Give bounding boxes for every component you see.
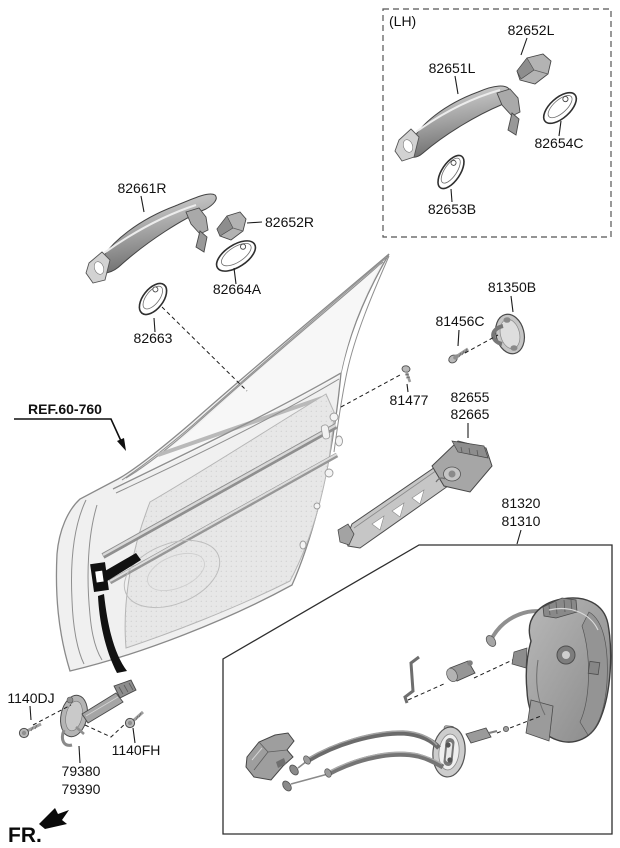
label-79390: 79390 bbox=[62, 781, 101, 797]
part-outer-handle-rh bbox=[85, 193, 217, 284]
rh-handle-group: 82661R 82652R 82664A 82663 bbox=[85, 180, 314, 392]
handle-base-group: 82655 82665 bbox=[337, 389, 493, 549]
orientation-group: FR. bbox=[8, 808, 69, 847]
ref-arrowhead-icon bbox=[117, 438, 126, 451]
label-79380: 79380 bbox=[62, 763, 101, 779]
striker-group: 81350B 81456C 81477 bbox=[340, 279, 536, 408]
door-checker-group: 1140DJ 1140FH 79380 79390 bbox=[7, 679, 161, 797]
latch-box: 81320 81310 bbox=[222, 495, 613, 835]
label-81456C: 81456C bbox=[435, 313, 484, 329]
lh-inset-border bbox=[382, 8, 612, 238]
part-latch-cables bbox=[282, 730, 445, 792]
door-checker-mark bbox=[90, 553, 141, 673]
label-1140FH: 1140FH bbox=[112, 742, 161, 758]
label-lh-tag: (LH) bbox=[389, 13, 416, 29]
part-handle-cover-lh bbox=[516, 53, 552, 85]
label-82653B: 82653B bbox=[428, 201, 476, 217]
part-gasket-upper-lh bbox=[542, 91, 578, 125]
door-window-area bbox=[116, 264, 381, 488]
part-outer-handle-lh bbox=[394, 85, 521, 162]
label-82661R: 82661R bbox=[117, 180, 166, 196]
lh-inset-box: (LH) 82652L 82651L 82654C 82653B bbox=[382, 8, 612, 238]
label-81320: 81320 bbox=[502, 495, 541, 511]
label-1140DJ: 1140DJ bbox=[7, 690, 54, 706]
part-latch-assembly bbox=[485, 597, 612, 743]
label-82663: 82663 bbox=[134, 330, 173, 346]
label-82664A: 82664A bbox=[213, 281, 262, 297]
label-81477: 81477 bbox=[390, 392, 429, 408]
part-striker-screw bbox=[448, 347, 469, 364]
label-82655: 82655 bbox=[451, 389, 490, 405]
front-direction-arrow-icon bbox=[39, 808, 69, 829]
label-82652R: 82652R bbox=[265, 214, 314, 230]
part-gasket-lower-rh bbox=[138, 282, 168, 316]
part-bolt-1140DJ bbox=[18, 722, 42, 739]
part-lock-rod bbox=[403, 655, 420, 704]
door-illustration bbox=[55, 253, 390, 673]
part-rod-connector bbox=[446, 660, 476, 683]
label-82652L: 82652L bbox=[508, 22, 555, 38]
label-82665: 82665 bbox=[451, 406, 490, 422]
part-inner-bracket bbox=[245, 732, 295, 781]
part-screw-81477 bbox=[401, 365, 412, 383]
label-81310: 81310 bbox=[502, 513, 541, 529]
part-handle-cover-rh bbox=[216, 211, 247, 241]
label-81350B: 81350B bbox=[488, 279, 536, 295]
part-bolt-1140FH bbox=[124, 710, 145, 729]
part-door-checker bbox=[60, 679, 137, 747]
label-82654C: 82654C bbox=[534, 135, 583, 151]
part-cable-connector bbox=[465, 727, 498, 744]
part-gasket-lower-lh bbox=[437, 154, 465, 190]
label-ref-60-760: REF.60-760 bbox=[28, 401, 102, 417]
latch-box-border bbox=[222, 544, 613, 835]
part-grommet bbox=[432, 725, 466, 778]
ref-callout: REF.60-760 bbox=[14, 401, 126, 451]
part-striker bbox=[491, 313, 526, 355]
label-82651L: 82651L bbox=[429, 60, 476, 76]
part-gasket-upper-rh bbox=[215, 240, 257, 272]
label-fr: FR. bbox=[8, 824, 42, 847]
